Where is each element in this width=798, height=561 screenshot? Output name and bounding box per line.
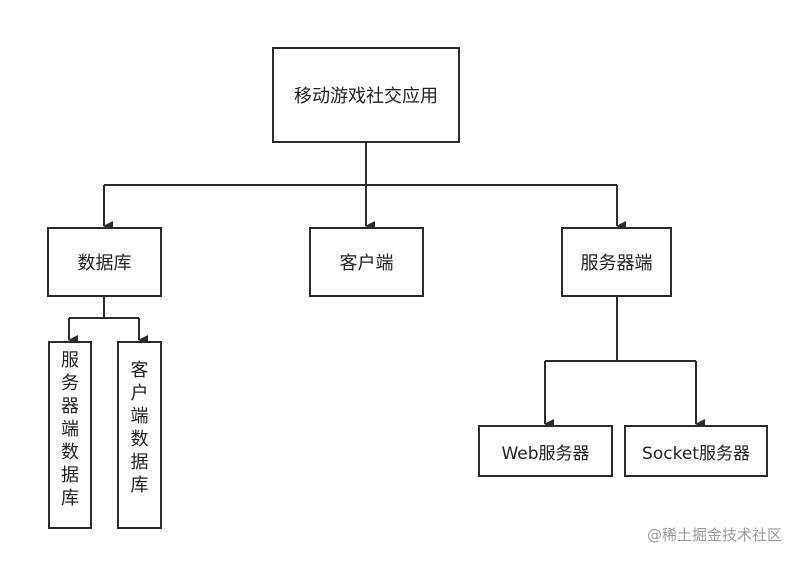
vertical-char: 数 [130,429,149,450]
node-socket-server: Socket服务器 [624,425,768,477]
node-client-db: 客户端数据库 [117,341,162,529]
node-root-label: 移动游戏社交应用 [294,86,438,107]
vertical-char: 端 [130,406,149,427]
node-client-label: 客户端 [339,253,394,274]
vertical-char: 服 [61,350,79,371]
vertical-char: 数 [61,442,79,463]
node-client-db-label: 客户端数据库 [131,359,149,497]
vertical-char: 据 [130,452,149,473]
node-socket-server-label: Socket服务器 [642,443,750,464]
node-server: 服务器端 [561,227,672,297]
vertical-char: 库 [61,488,79,509]
node-database-label: 数据库 [77,253,132,274]
node-web-server: Web服务器 [478,425,613,477]
watermark: @稀土掘金技术社区 [646,526,782,544]
vertical-char: 库 [130,475,149,496]
node-client: 客户端 [309,227,424,297]
node-root: 移动游戏社交应用 [272,47,460,143]
node-server-db: 服务器端数据库 [48,341,92,529]
vertical-char: 器 [61,396,79,417]
vertical-char: 据 [61,465,79,486]
node-web-server-label: Web服务器 [501,443,590,464]
node-server-label: 服务器端 [580,253,653,274]
node-server-db-label: 服务器端数据库 [61,349,79,510]
vertical-char: 户 [130,383,149,404]
node-database: 数据库 [47,227,162,297]
vertical-char: 端 [61,419,79,440]
vertical-char: 客 [130,360,149,381]
vertical-char: 务 [61,373,79,394]
